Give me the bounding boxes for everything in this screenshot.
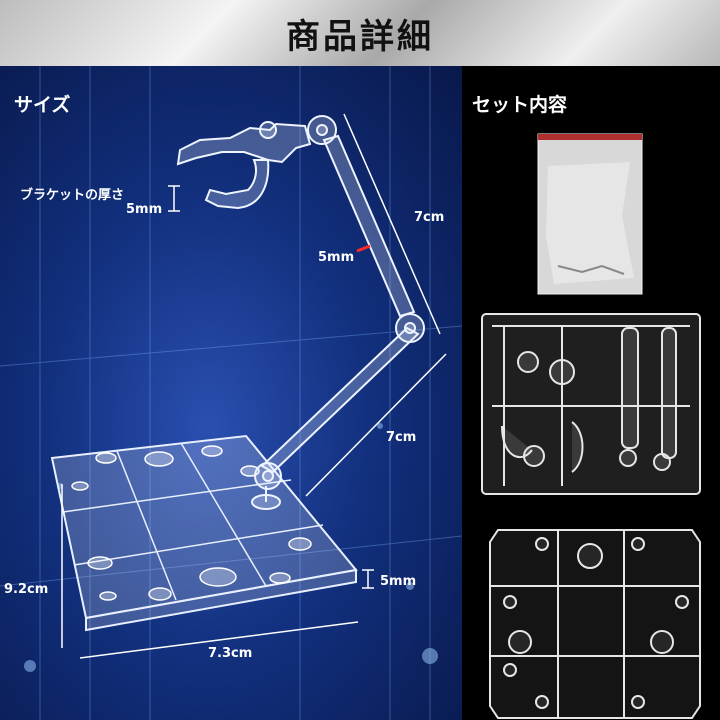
lower-arm-length: 7cm [386,430,417,445]
arm-width: 5mm [318,250,355,265]
base-width: 7.3cm [208,646,253,661]
size-diagram-panel: サイズ ブラケットの厚さ 5mm 7cm 5mm 7cm 9.2cm 7.3cm… [0,66,462,720]
base-depth: 9.2cm [4,582,49,597]
size-section-label: サイズ [14,94,71,116]
page-title: 商品詳細 [286,16,434,57]
set-contents-panel: セット内容 [462,66,720,720]
size-diagram-illustration [0,66,462,720]
bracket-thickness-value: 5mm [126,202,163,217]
base-thickness: 5mm [380,574,417,589]
sprue-parts-icon [481,313,701,495]
header-banner: 商品詳細 [0,0,720,66]
base-plate-icon [489,529,701,719]
zip-bag-icon [537,133,643,295]
set-contents-label: セット内容 [472,94,568,116]
upper-arm-length: 7cm [414,210,445,225]
set-contents-illustration [481,133,701,719]
bracket-thickness-label: ブラケットの厚さ [20,188,125,203]
